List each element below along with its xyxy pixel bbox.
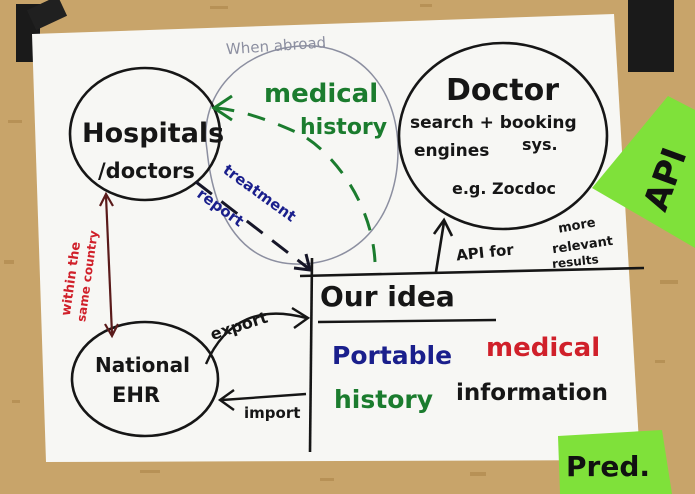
- export-arrow: [204, 312, 307, 365]
- idea-word-history: history: [334, 385, 433, 414]
- sticky-note-pred: Pred.: [558, 430, 672, 494]
- idea-word-portable: Portable: [332, 341, 452, 370]
- horizontal-axis-line: [299, 266, 645, 278]
- hospitals-circle: [68, 66, 222, 202]
- paper-sheet: [32, 14, 640, 462]
- ehr-subtitle: EHR: [112, 383, 160, 407]
- more-relevant-line3: results: [551, 252, 599, 271]
- doctor-search-line: search + booking: [410, 113, 577, 133]
- when-abroad-circle: [205, 45, 399, 265]
- our-idea-underline: [317, 318, 497, 324]
- doctor-example-line: e.g. Zocdoc: [452, 179, 556, 198]
- medical-history-arrow: [215, 106, 377, 263]
- import-arrowhead: [217, 389, 235, 411]
- our-idea-heading: Our idea: [320, 280, 455, 313]
- hospitals-title: Hospitals: [82, 118, 224, 149]
- idea-word-medical: medical: [486, 333, 600, 363]
- sticky-note-pred-text: Pred.: [566, 450, 650, 483]
- black-tape-right: [628, 0, 674, 72]
- treatment-report-arrowhead: [293, 253, 312, 272]
- doctor-search-circle: [397, 41, 609, 231]
- history-label: history: [300, 115, 387, 140]
- api-arrowhead: [432, 217, 454, 237]
- board-texture: [4, 4, 678, 481]
- doctor-title: Doctor: [446, 73, 559, 108]
- doctor-sys-line: sys.: [522, 135, 558, 154]
- black-tape-left-top: [26, 0, 68, 31]
- doctors-subtitle: /doctors: [98, 159, 195, 183]
- ehr-title: National: [95, 353, 190, 377]
- doctor-engines-line: engines: [414, 141, 489, 161]
- import-label: import: [244, 404, 300, 422]
- medical-label: medical: [264, 79, 378, 109]
- more-relevant-line1: more: [557, 215, 597, 236]
- sticky-note-api: API: [592, 96, 695, 248]
- api-arrow: [434, 221, 446, 273]
- treatment-report-arrow: [195, 180, 309, 270]
- export-arrowhead: [291, 306, 311, 329]
- import-arrow: [221, 392, 307, 402]
- api-for-label: API for: [455, 240, 515, 264]
- national-ehr-circle: [70, 320, 220, 438]
- within-country-link: [99, 191, 119, 339]
- idea-word-information: information: [456, 380, 608, 406]
- medical-history-arrowhead: [211, 94, 233, 122]
- vertical-axis-line: [308, 257, 314, 453]
